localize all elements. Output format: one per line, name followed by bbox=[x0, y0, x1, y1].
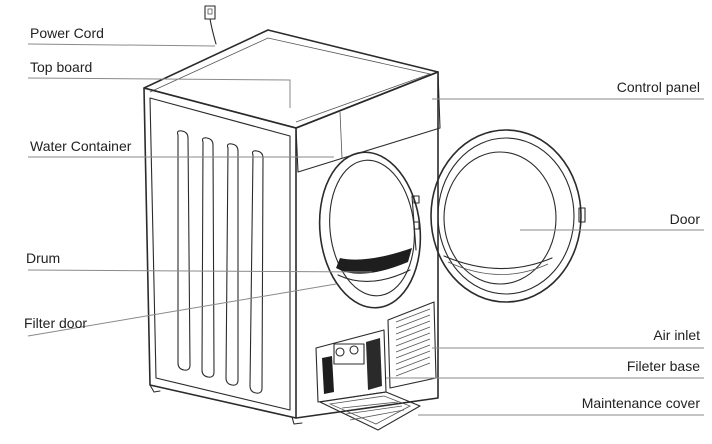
door bbox=[430, 129, 586, 303]
label-fileter-base: Fileter base bbox=[627, 358, 700, 374]
dryer-illustration bbox=[143, 5, 586, 431]
label-top-board: Top board bbox=[30, 59, 92, 75]
label-door: Door bbox=[670, 211, 701, 227]
filter-base bbox=[315, 329, 387, 403]
label-drum: Drum bbox=[26, 250, 60, 266]
drum-opening bbox=[318, 151, 422, 309]
label-maintenance-cover: Maintenance cover bbox=[582, 395, 701, 411]
front-panel bbox=[149, 71, 441, 425]
drum bbox=[336, 195, 420, 282]
leader-power-cord bbox=[27, 43, 216, 47]
labels: Power Cord Top board Control panel Water… bbox=[24, 25, 700, 411]
leader-drum bbox=[27, 269, 373, 273]
power-plug-icon bbox=[204, 5, 217, 45]
label-control-panel: Control panel bbox=[617, 79, 700, 95]
label-power-cord: Power Cord bbox=[30, 25, 104, 41]
air-inlet-grille bbox=[387, 301, 437, 389]
leader-top-board bbox=[27, 77, 291, 108]
leader-lines bbox=[27, 43, 704, 416]
maintenance-cover bbox=[319, 391, 421, 431]
label-water-container: Water Container bbox=[30, 138, 132, 154]
label-filter-door: Filter door bbox=[24, 315, 87, 331]
side-panel bbox=[143, 87, 297, 419]
leader-filter-door bbox=[27, 283, 337, 337]
label-air-inlet: Air inlet bbox=[653, 327, 700, 343]
